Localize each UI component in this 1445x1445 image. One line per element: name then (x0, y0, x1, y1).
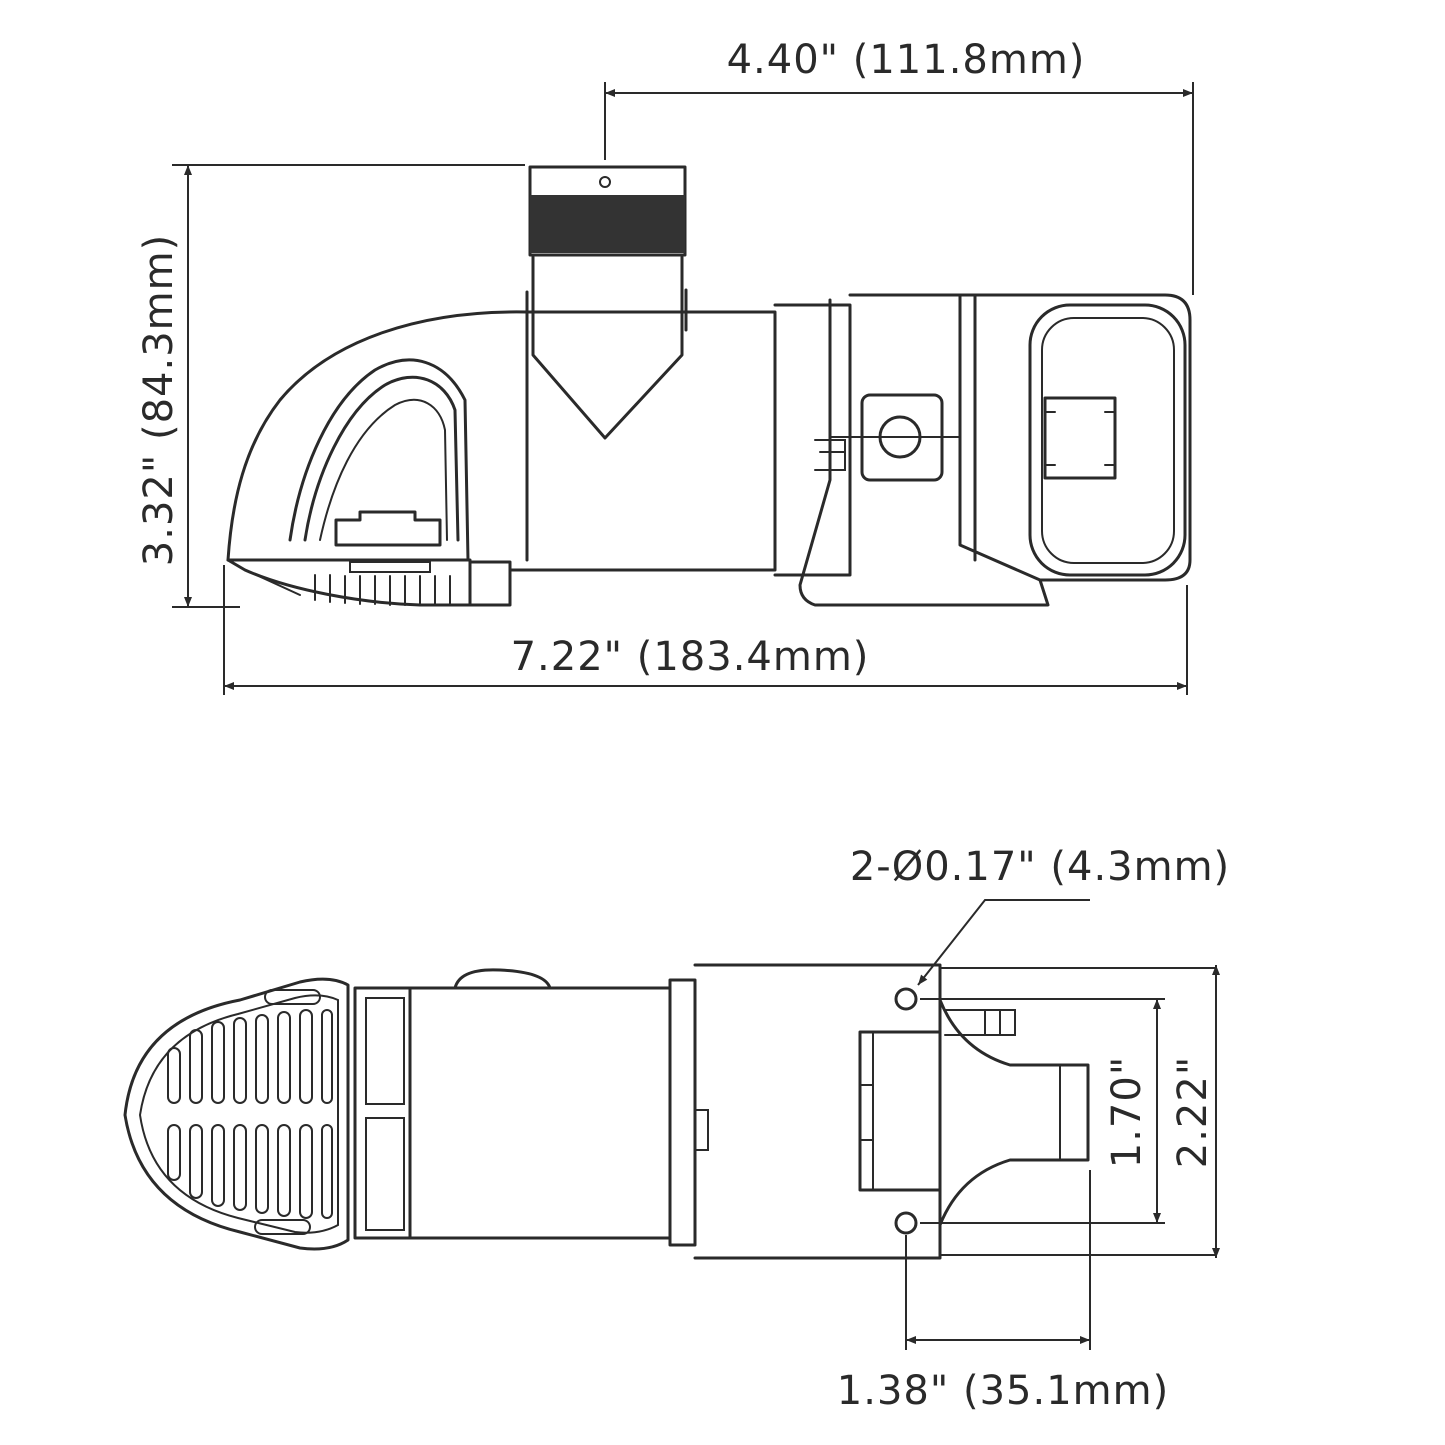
dim-height-label: 3.32" (84.3mm) (136, 234, 182, 566)
dim-height: 3.32" (84.3mm) (136, 164, 525, 608)
dim-outlet-offset: 4.40" (111.8mm) (604, 37, 1194, 295)
dim-holes-label: 2-Ø0.17" (4.3mm) (850, 844, 1230, 890)
side-view: 4.40" (111.8mm) 3.32" (84.3mm) 7.22" (18… (136, 37, 1194, 695)
base-plate (693, 963, 1215, 1260)
outlet-nozzle (525, 165, 688, 562)
bottom-view: 2-Ø0.17" (4.3mm) 1.70" 2.22" 1.38" (35.1… (123, 844, 1230, 1414)
dim-hole-spacing-label: 1.70" (1104, 1056, 1150, 1168)
dim-hole-spacing: 1.70" (920, 998, 1165, 1224)
mounting-hole-top (894, 987, 918, 1011)
pump-tube (353, 968, 709, 1247)
dim-width-label: 2.22" (1170, 1056, 1216, 1168)
dim-hole-offset-label: 1.38" (35.1mm) (837, 1368, 1169, 1414)
dim-outlet-offset-label: 4.40" (111.8mm) (727, 37, 1086, 83)
mounting-hole-bottom (894, 1211, 918, 1235)
base-strainer (226, 558, 512, 607)
motor-body (508, 293, 1192, 607)
dim-holes: 2-Ø0.17" (4.3mm) (850, 844, 1230, 986)
dim-hole-offset: 1.38" (35.1mm) (837, 1170, 1169, 1414)
dim-length-label: 7.22" (183.4mm) (511, 634, 870, 680)
dim-length: 7.22" (183.4mm) (223, 565, 1188, 695)
inlet-housing (226, 310, 529, 562)
grille-slots-top (167, 1009, 333, 1104)
grille-slots-bottom (167, 1124, 333, 1219)
dim-width: 2.22" (1170, 965, 1220, 1258)
strainer-grille (123, 977, 350, 1251)
